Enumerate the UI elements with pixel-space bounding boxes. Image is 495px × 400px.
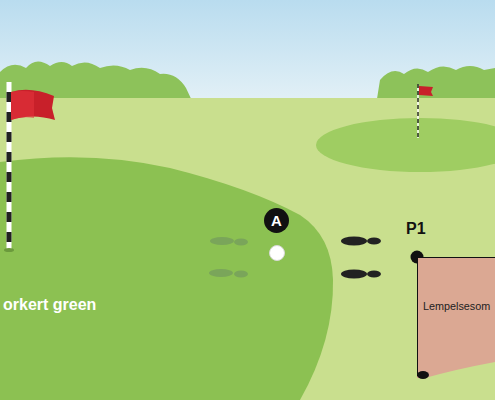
point-dot <box>417 371 429 379</box>
callout-circle: A <box>264 208 289 233</box>
relief-area-shape <box>417 257 495 380</box>
far-green <box>316 118 495 172</box>
area-label: Lempelsesom <box>423 300 490 312</box>
golf-ball <box>270 246 285 261</box>
footprints-gray <box>209 237 248 278</box>
near-green <box>0 157 333 400</box>
flag-pole <box>4 82 55 252</box>
footprints-dark <box>341 237 381 279</box>
sky <box>0 0 495 110</box>
area-name: orkert green <box>3 296 96 314</box>
relief-area: Lempelsesom <box>417 257 495 380</box>
far-flag <box>418 84 433 138</box>
callout-letter: A <box>271 213 282 228</box>
relief-fill <box>417 257 495 378</box>
point-label: P1 <box>406 220 426 238</box>
relief-border <box>417 257 495 376</box>
